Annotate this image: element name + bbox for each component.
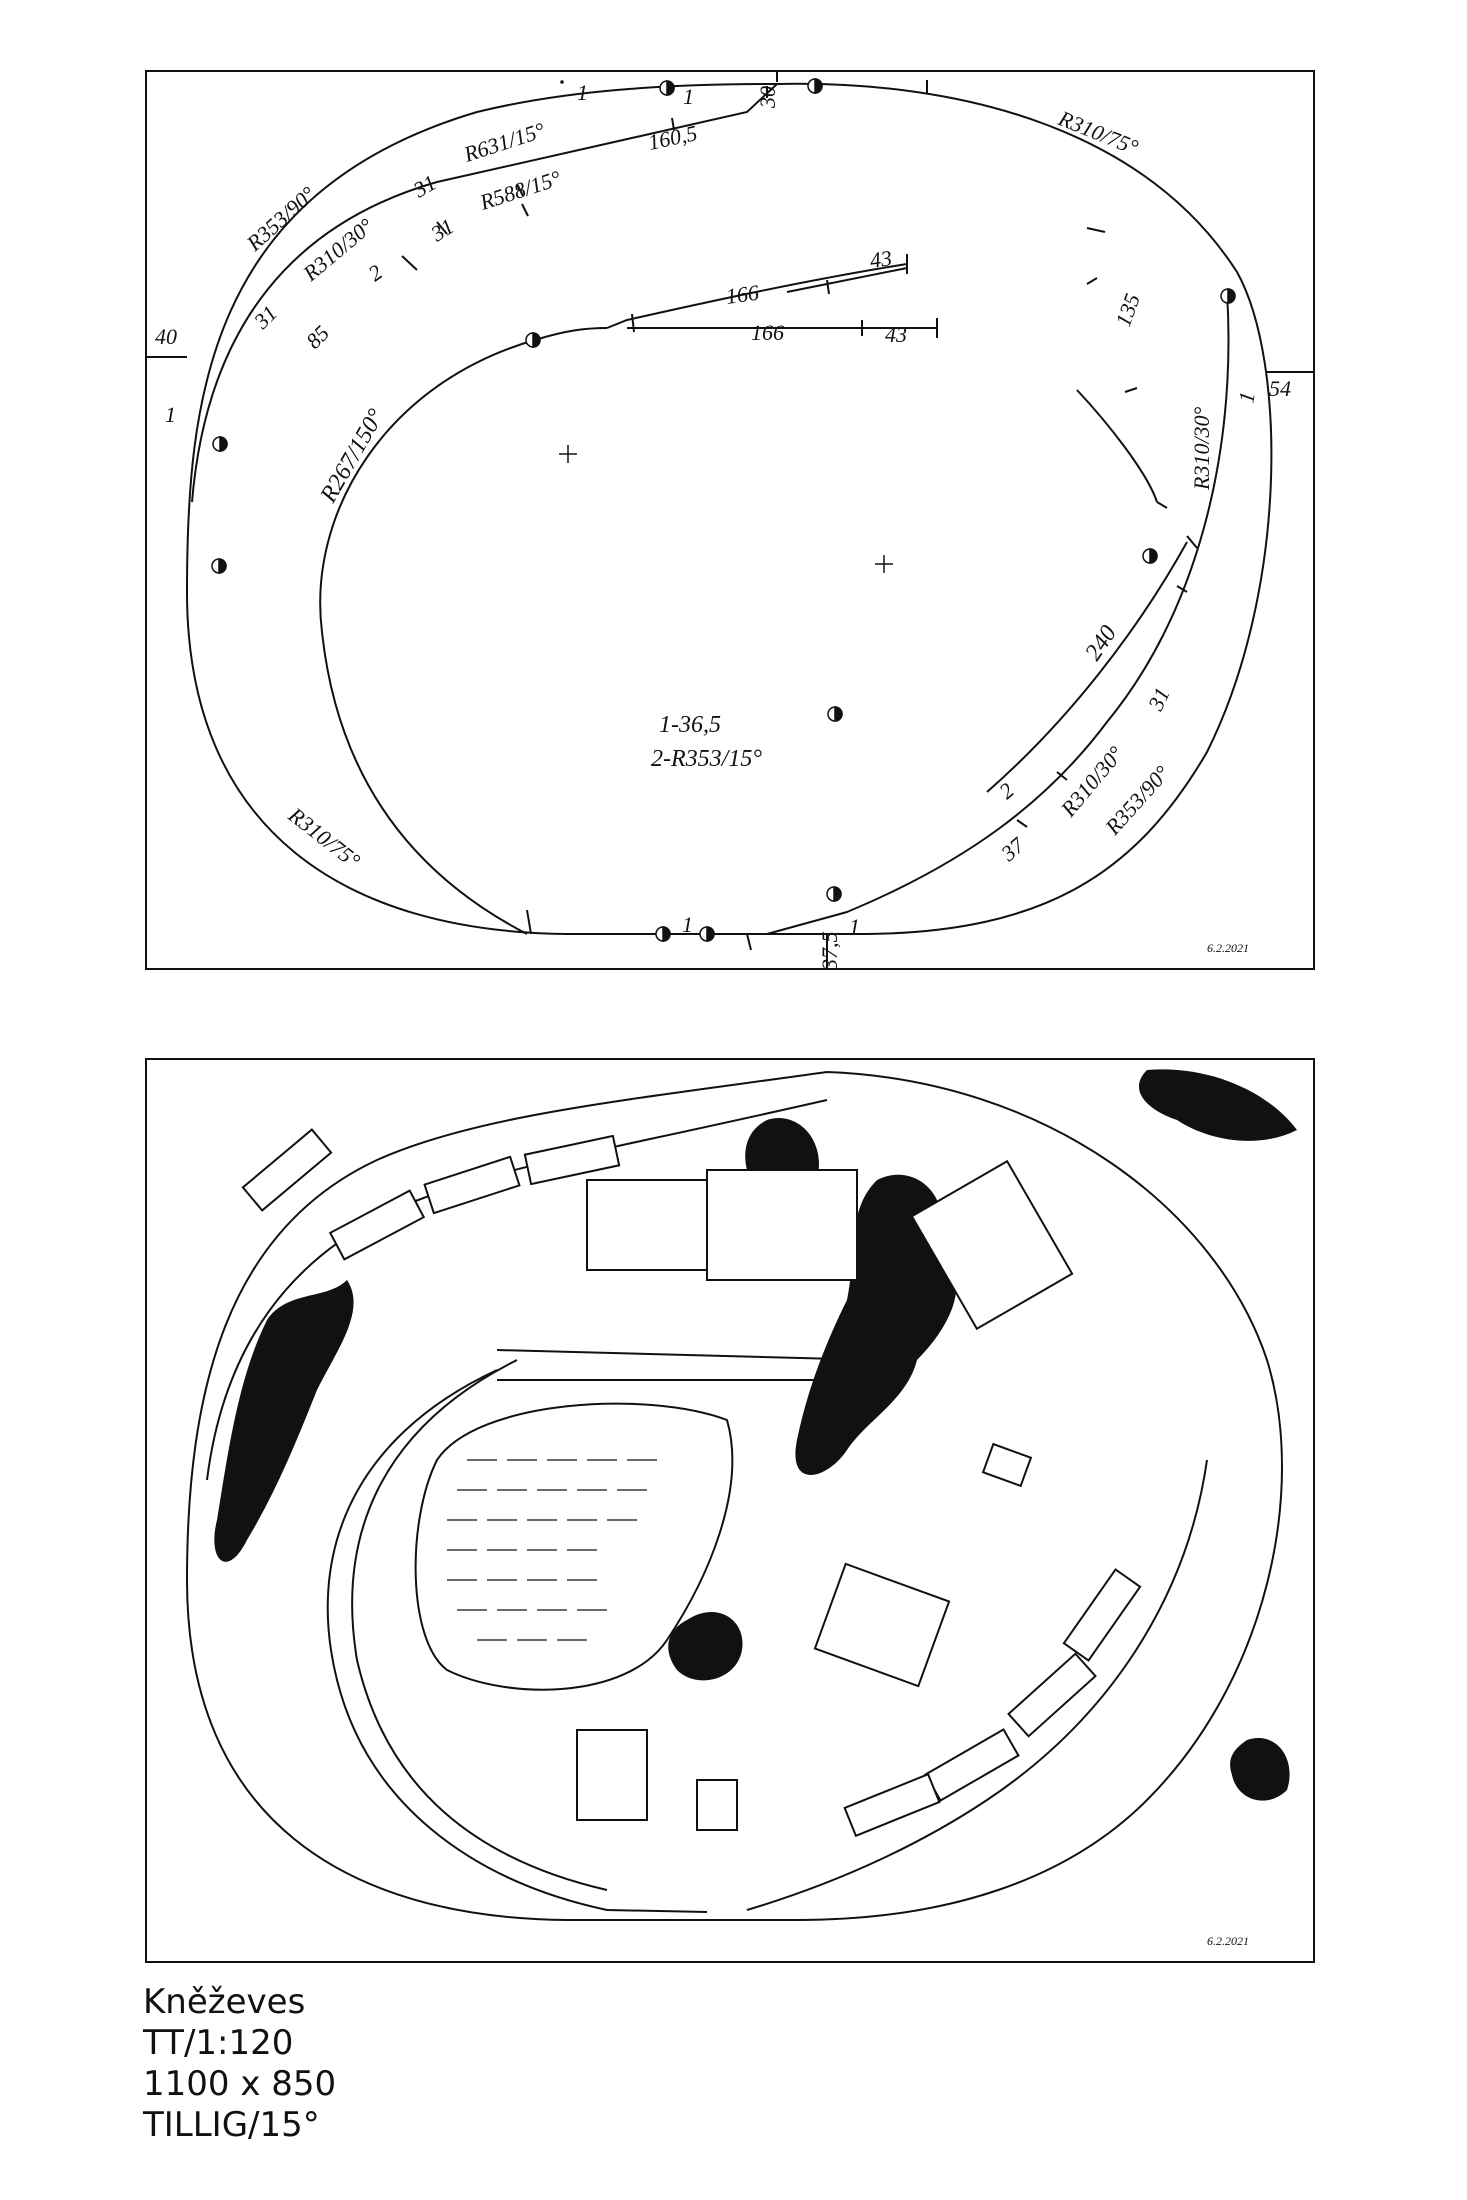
wagon <box>328 1189 426 1261</box>
label-166-b: 166 <box>751 320 784 345</box>
label-1-top-a: 1 <box>577 80 588 105</box>
label-135: 135 <box>1110 290 1145 330</box>
tree-cluster-bottom <box>1230 1738 1290 1801</box>
label-37-5: 37,5 <box>817 932 842 969</box>
scenic-passing-track-right <box>746 1459 1208 1911</box>
label-31-a: 31 <box>408 170 440 203</box>
label-r267-150: R267/150° <box>315 405 390 508</box>
legend-line-2: 2-R353/15° <box>651 746 762 772</box>
label-1-left: 1 <box>165 402 176 427</box>
label-2-bottom: 2 <box>994 778 1018 804</box>
label-2-top: 2 <box>364 259 387 286</box>
label-240: 240 <box>1080 621 1122 665</box>
caption-dimensions: 1100 x 850 <box>143 2064 337 2104</box>
label-r310-75-top: R310/75° <box>1054 105 1142 160</box>
label-31-c: 31 <box>248 300 282 334</box>
house-building <box>813 1562 951 1688</box>
tree-cluster-topright <box>1138 1069 1297 1141</box>
inner-loop-track <box>319 327 608 935</box>
layout-caption: Kněževes TT/1:120 1100 x 850 TILLIG/15° <box>143 1982 336 2146</box>
track-plan-diagram: R353/90° R631/15° R310/75° R310/30° R588… <box>145 70 1315 970</box>
label-r310-75-bottom: R310/75° <box>283 802 365 874</box>
label-160-5: 160,5 <box>646 120 700 155</box>
signal-markers <box>211 78 1236 942</box>
tree-cluster-mid <box>668 1611 743 1681</box>
signal-box <box>696 1779 738 1831</box>
label-43-b: 43 <box>885 322 907 347</box>
caption-scale: TT/1:120 <box>143 2023 294 2063</box>
label-31-right: 31 <box>1142 684 1174 715</box>
tree-cluster-left <box>214 1280 354 1562</box>
spur-upper <box>606 263 908 329</box>
label-40: 40 <box>155 324 177 349</box>
wagon <box>241 1128 333 1212</box>
caption-track-system: TILLIG/15° <box>143 2105 320 2145</box>
scenic-drawing: 6.2.2021 <box>185 1069 1297 1948</box>
station-building <box>706 1169 858 1281</box>
scenic-road <box>496 1349 878 1381</box>
plan-signature: 6.2.2021 <box>1207 941 1249 955</box>
legend-line-1: 1-36,5 <box>659 712 721 738</box>
scenic-signature: 6.2.2021 <box>1207 1934 1249 1948</box>
wagon <box>843 1772 941 1838</box>
label-1-right: 1 <box>1233 390 1260 405</box>
outer-loop-track <box>185 82 1273 935</box>
label-r353-90-top: R353/90° <box>241 181 321 256</box>
goods-shed <box>586 1179 728 1271</box>
label-r310-30-right: R310/30° <box>1189 406 1214 491</box>
label-30: 30 <box>755 86 780 109</box>
label-r588-15: R588/15° <box>476 165 564 215</box>
label-37: 37 <box>995 832 1029 867</box>
buildings <box>576 1159 1074 1831</box>
field-hatching <box>447 1459 657 1641</box>
wagon <box>1007 1652 1097 1738</box>
caption-layout-name: Kněževes <box>143 1982 306 2022</box>
scenic-inner-track-2 <box>351 1359 608 1891</box>
label-54: 54 <box>1269 376 1291 401</box>
wagon <box>523 1134 621 1186</box>
field-outline <box>414 1402 734 1691</box>
label-r310-30-top: R310/30° <box>297 213 378 286</box>
rolling-stock <box>241 1128 1142 1838</box>
label-166-a: 166 <box>724 280 760 309</box>
spur-right-lower <box>986 541 1188 793</box>
curve-centre-marks <box>559 445 893 573</box>
spur-right-upper <box>1076 389 1158 503</box>
label-1-bottom-a: 1 <box>682 912 693 937</box>
label-43-a: 43 <box>868 245 893 273</box>
track-plan-drawing: R353/90° R631/15° R310/75° R310/30° R588… <box>147 72 1313 968</box>
wagon <box>1062 1568 1142 1662</box>
tree-cluster-center <box>795 1174 957 1475</box>
label-85: 85 <box>301 320 334 353</box>
coal-shed <box>981 1442 1033 1488</box>
wagon <box>924 1728 1020 1802</box>
label-1-bottom-b: 1 <box>849 914 860 939</box>
wagon <box>423 1155 521 1215</box>
layout-scenic-illustration: 6.2.2021 <box>145 1058 1315 1963</box>
label-1-top-b: 1 <box>683 84 694 109</box>
farm-house <box>576 1729 648 1821</box>
scenic-outer-track <box>185 1071 1283 1921</box>
passing-loop-right <box>766 291 1230 935</box>
passing-loop-track <box>191 83 778 503</box>
scenic-inner-track <box>326 1369 708 1913</box>
label-31-b: 31 <box>426 213 459 246</box>
engine-shed <box>910 1159 1074 1331</box>
